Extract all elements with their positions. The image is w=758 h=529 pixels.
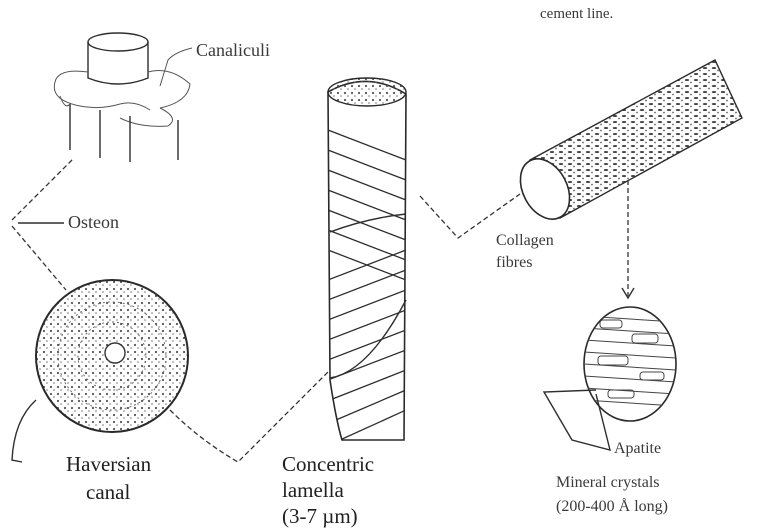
lamella-cylinder — [328, 78, 406, 440]
haversian-label-line1: Haversian — [66, 452, 151, 476]
haversian-disc — [36, 280, 188, 432]
collagen-label-line1: Collagen — [496, 232, 554, 250]
collagen-tube — [511, 60, 742, 228]
concentric-label-line3: (3-7 µm) — [282, 504, 358, 528]
disc-to-lamella-arrow — [170, 370, 330, 462]
cement-line-label: cement line. — [540, 6, 613, 23]
concentric-label-line2: lamella — [282, 478, 344, 502]
osteon-arrow-bottom — [12, 226, 66, 290]
apatite-label: Apatite — [614, 440, 661, 458]
concentric-label-line1: Concentric — [282, 452, 374, 476]
haversian-label-line2: canal — [86, 480, 130, 504]
mineral-label-line2: (200-400 Å long) — [556, 498, 668, 516]
canaliculi-label: Canaliculi — [196, 40, 270, 61]
mineral-label-line1: Mineral crystals — [556, 474, 660, 492]
canaliculi-pointer — [160, 48, 192, 86]
haversian-bracket — [12, 400, 36, 462]
osteon-arrow-top — [12, 158, 74, 220]
osteon-label: Osteon — [68, 212, 119, 233]
canaliculi-block — [54, 33, 190, 162]
collagen-label-line2: fibres — [496, 254, 532, 272]
